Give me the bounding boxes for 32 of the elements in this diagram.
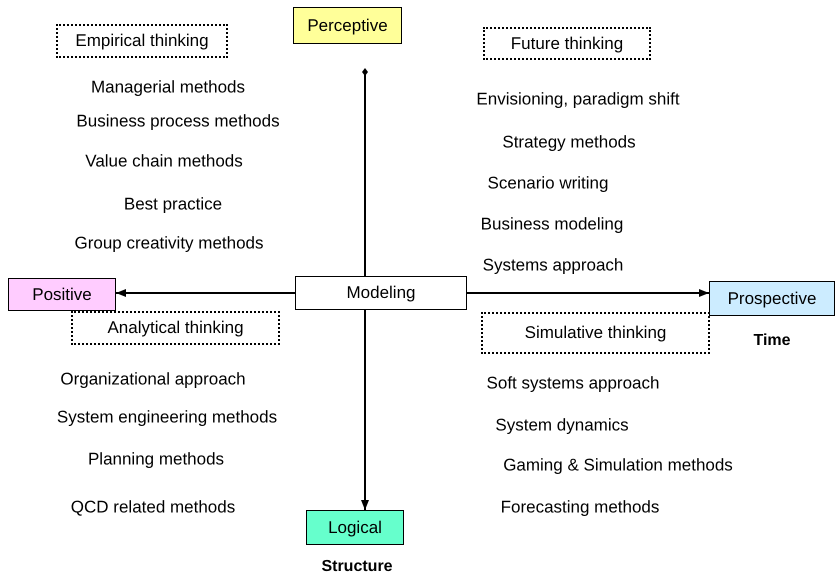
method-label: Scenario writing [488, 172, 608, 194]
arrow [361, 310, 369, 510]
axis-end-box: Perceptive [293, 7, 402, 44]
quadrant-box: Future thinking [483, 27, 651, 60]
quadrant-box: Analytical thinking [71, 311, 280, 345]
method-label: Business modeling [480, 213, 624, 236]
method-label: Gaming & Simulation methods [503, 454, 733, 476]
method-label: Managerial methods [90, 76, 246, 98]
method-label: Systems approach [482, 254, 624, 276]
method-label: Planning methods [88, 448, 224, 470]
method-label: Business process methods [76, 110, 280, 132]
method-label: Best practice [124, 193, 222, 216]
method-label: Soft systems approach [486, 372, 660, 394]
method-label: Envisioning, paradigm shift [476, 88, 680, 110]
axis-end-box: Logical [306, 510, 404, 545]
method-label: Value chain methods [85, 150, 243, 172]
method-label: System engineering methods [56, 406, 278, 428]
method-label: Group creativity methods [74, 232, 264, 254]
arrow [467, 289, 709, 297]
axis-end-box: Prospective [709, 281, 835, 316]
quadrant-box: Empirical thinking [56, 24, 228, 58]
center-box: Modeling [295, 276, 467, 310]
method-label: Forecasting methods [500, 496, 660, 518]
arrow [116, 289, 295, 297]
method-label: Organizational approach [60, 368, 246, 390]
quadrant-box: Simulative thinking [481, 312, 710, 354]
axis-end-box: Positive [8, 278, 116, 311]
method-label: System dynamics [495, 414, 629, 436]
axis-title: Time [753, 331, 791, 351]
method-label: QCD related methods [70, 496, 236, 518]
axis-title: Structure [321, 557, 393, 577]
method-label: Strategy methods [502, 131, 636, 154]
